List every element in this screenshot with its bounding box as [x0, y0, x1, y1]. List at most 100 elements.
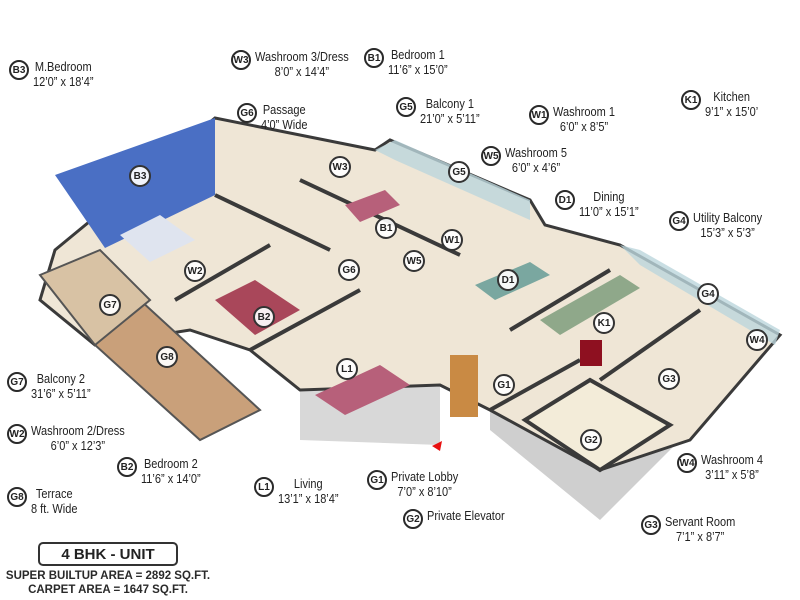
legend-code: G5: [396, 97, 416, 117]
plan-marker-g2: G2: [580, 429, 602, 451]
elevator-room: [521, 377, 674, 473]
balcony-2-floor: [38, 248, 152, 347]
legend-dims: 21’0” x 5’11”: [420, 112, 480, 126]
legend-name: Washroom 1: [553, 105, 615, 119]
legend-code: G2: [403, 509, 423, 529]
unit-type-badge: 4 BHK - UNIT: [38, 542, 178, 566]
plan-marker-g7: G7: [99, 294, 121, 316]
legend-code: G8: [7, 487, 27, 507]
legend-name: Private Elevator: [427, 509, 505, 523]
legend-code: G1: [367, 470, 387, 490]
plan-marker-g4: G4: [697, 283, 719, 305]
plan-marker-g5: G5: [448, 161, 470, 183]
legend-dims: 12’0” x 18’4”: [33, 75, 94, 89]
legend-name: Washroom 2/Dress: [31, 424, 125, 438]
plan-marker-b3: B3: [129, 165, 151, 187]
plan-marker-b1: B1: [375, 217, 397, 239]
legend-code: W2: [7, 424, 27, 444]
legend-dims: 11’6” x 14’0”: [141, 472, 201, 486]
carpet-area: CARPET AREA = 1647 SQ.FT.: [28, 584, 188, 596]
legend-name: Private Lobby: [391, 470, 459, 484]
legend-name: Living: [293, 477, 323, 491]
legend-dims: 6’0” x 4’6”: [511, 161, 561, 175]
main-door: [450, 355, 478, 417]
legend-name: Washroom 5: [505, 146, 567, 160]
legend-dims: 9’1” x 15’0’: [705, 105, 759, 119]
plan-marker-w2: W2: [184, 260, 206, 282]
legend-name: Terrace: [35, 487, 73, 501]
legend-dims: 31’6” x 5’11”: [31, 387, 91, 401]
legend-name: Dining: [593, 190, 625, 204]
plan-marker-d1: D1: [497, 269, 519, 291]
legend-code: L1: [254, 477, 274, 497]
legend-code: K1: [681, 90, 701, 110]
plan-marker-w4: W4: [746, 329, 768, 351]
legend-name: Balcony 1: [425, 97, 475, 111]
interior-wall: [508, 268, 612, 332]
legend-code: B2: [117, 457, 137, 477]
plan-marker-g1: G1: [493, 374, 515, 396]
fridge: [580, 340, 602, 366]
legend-dims: 8’0” x 14’4”: [274, 65, 330, 79]
legend-dims: 15’3” x 5’3”: [700, 226, 755, 240]
legend-dims: 7’0” x 8’10”: [397, 485, 452, 499]
legend-dims: 7’1” x 8’7”: [676, 530, 725, 544]
legend-dims: 6’0” x 12’3”: [50, 439, 106, 453]
legend-code: D1: [555, 190, 575, 210]
legend-dims: 8 ft. Wide: [31, 502, 78, 516]
legend-name: Washroom 3/Dress: [255, 50, 349, 64]
legend-dims: 13’1” x 18’4”: [278, 492, 339, 506]
legend-name: Servant Room: [665, 515, 736, 529]
plan-marker-b2: B2: [253, 306, 275, 328]
plan-marker-w5: W5: [403, 250, 425, 272]
plan-marker-g6: G6: [338, 259, 360, 281]
legend-code: B1: [364, 48, 384, 68]
legend-code: G3: [641, 515, 661, 535]
legend-code: G6: [237, 103, 257, 123]
legend-code: W3: [231, 50, 251, 70]
legend-dims: 11’6” x 15’0”: [388, 63, 448, 77]
plan-marker-w3: W3: [329, 156, 351, 178]
interior-wall: [598, 308, 702, 382]
legend-name: Bedroom 1: [390, 48, 445, 62]
interior-wall: [249, 288, 361, 352]
legend-name: Utility Balcony: [693, 211, 763, 225]
sofa-bedroom-1: [345, 190, 400, 222]
legend-name: Passage: [262, 103, 306, 117]
plan-marker-g3: G3: [658, 368, 680, 390]
plan-marker-w1: W1: [441, 229, 463, 251]
sofa-living: [315, 365, 410, 415]
interior-wall: [214, 193, 331, 252]
legend-name: Washroom 4: [701, 453, 763, 467]
legend-code: W4: [677, 453, 697, 473]
plan-marker-g8: G8: [156, 346, 178, 368]
legend-code: W1: [529, 105, 549, 125]
legend-code: G7: [7, 372, 27, 392]
legend-item-g2: G2 Private Elevator: [403, 509, 515, 529]
legend-dims: 6’0” x 8’5”: [559, 120, 609, 134]
legend-name: M.Bedroom: [34, 60, 92, 74]
legend-code: G4: [669, 211, 689, 231]
legend-dims: 11’0” x 15’1”: [579, 205, 639, 219]
interior-wall: [489, 358, 581, 412]
kitchen-counter: [540, 275, 640, 335]
entry-arrow-icon: [432, 441, 442, 451]
bed-master: [120, 215, 195, 262]
